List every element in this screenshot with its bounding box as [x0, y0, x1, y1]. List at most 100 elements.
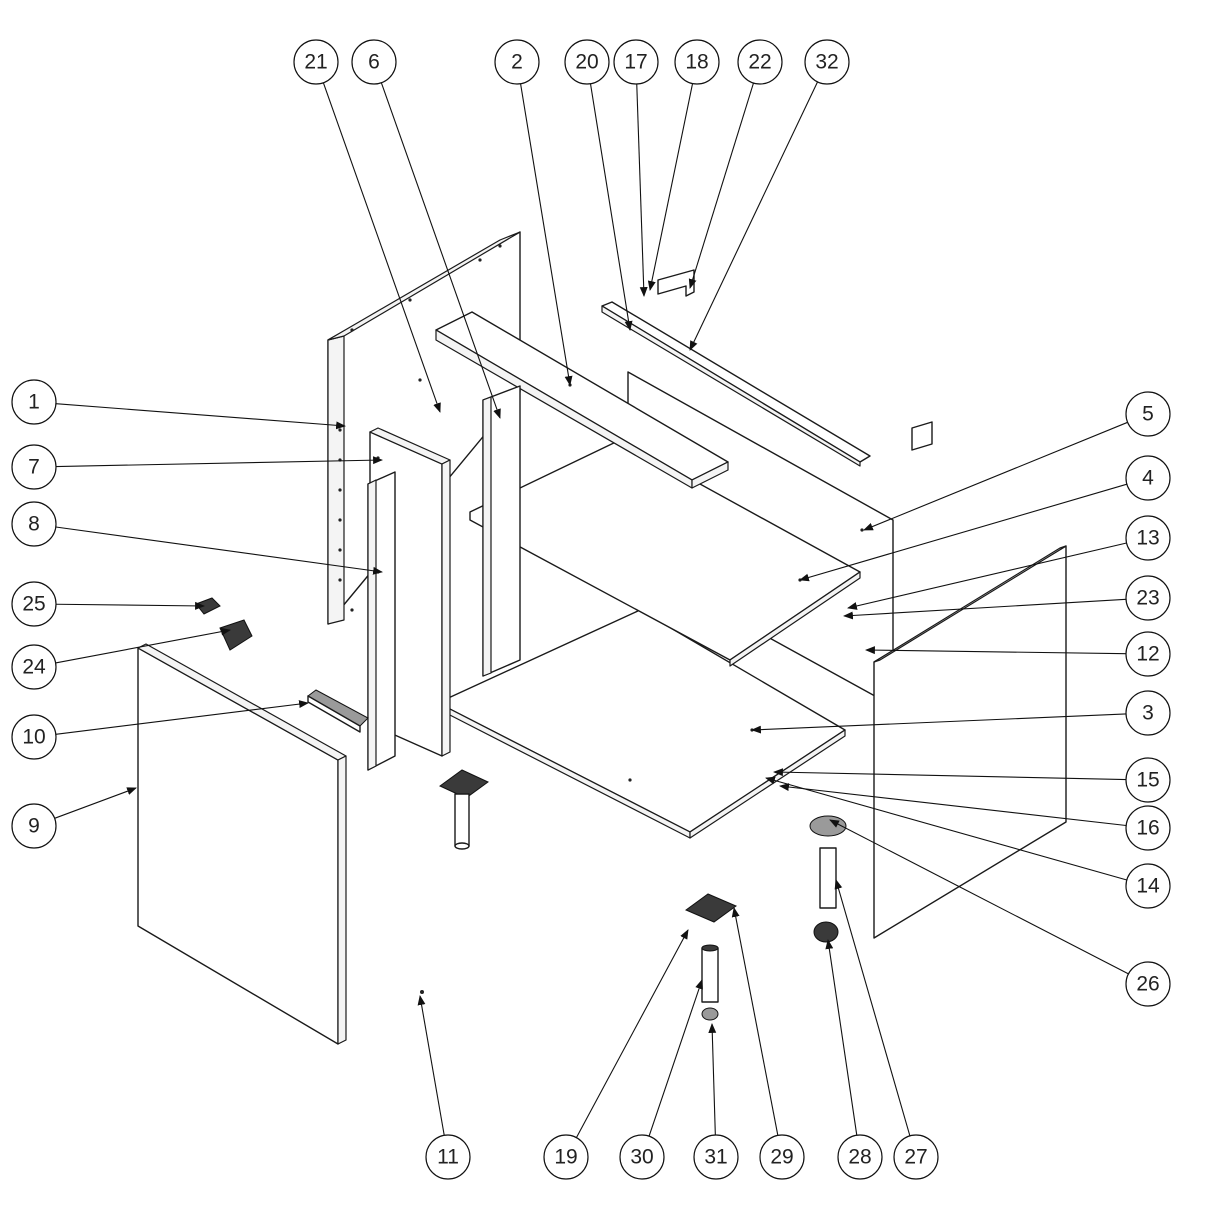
callout-label: 32: [815, 51, 838, 74]
door-handle: [307, 689, 369, 733]
callout-balloon-28: 28: [837, 1134, 883, 1180]
callout-balloon-14: 14: [1125, 863, 1171, 909]
callout-balloon-10: 10: [11, 714, 57, 760]
callout-circle: [837, 1134, 883, 1180]
leader-line-3: [751, 713, 1127, 734]
callout-label: 11: [437, 1146, 459, 1169]
leader-line-25: [55, 601, 205, 610]
callout-label: 19: [554, 1146, 577, 1169]
leader-line-29: [731, 907, 779, 1136]
callout-circle: [11, 714, 57, 760]
callout-balloon-4: 4: [1125, 455, 1171, 501]
callout-label: 7: [28, 456, 40, 479]
callout-circle: [613, 39, 659, 85]
divider-panel-rear: [482, 385, 521, 677]
callout-balloon-11: 11: [425, 1134, 471, 1180]
callout-balloon-5: 5: [1125, 391, 1171, 437]
callout-circle: [1125, 631, 1171, 677]
callout-circle: [1125, 455, 1171, 501]
callout-balloon-29: 29: [759, 1134, 805, 1180]
callout-circle: [1125, 805, 1171, 851]
callout-balloon-31: 31: [693, 1134, 739, 1180]
callout-label: 24: [22, 656, 46, 679]
callout-label: 6: [368, 51, 380, 74]
callout-balloon-6: 6: [351, 39, 397, 85]
callout-circle: [1125, 690, 1171, 736]
callout-circle: [11, 379, 57, 425]
callout-circle: [619, 1134, 665, 1180]
callout-circle: [804, 39, 850, 85]
leader-line-12: [865, 646, 1127, 655]
leader-line-4: [799, 483, 1128, 582]
leader-line-31: [708, 1023, 717, 1136]
callout-balloon-7: 7: [11, 444, 57, 490]
callout-label: 15: [1136, 769, 1159, 792]
callout-label: 27: [904, 1146, 927, 1169]
cabinet-parts: [137, 231, 1067, 1045]
rail-bracket-left: [657, 269, 695, 297]
callout-balloon-27: 27: [893, 1134, 939, 1180]
callout-label: 23: [1136, 587, 1159, 610]
callout-label: 21: [304, 51, 327, 74]
right-door: [873, 545, 1067, 939]
leader-line-7: [55, 456, 383, 468]
callout-circle: [11, 581, 57, 627]
callout-label: 26: [1136, 973, 1159, 996]
leg-right: [809, 815, 847, 943]
callout-circle: [1125, 757, 1171, 803]
leader-line-24: [55, 627, 231, 664]
callout-label: 30: [630, 1146, 653, 1169]
callout-label: 4: [1142, 467, 1154, 490]
callout-balloon-23: 23: [1125, 575, 1171, 621]
callout-balloon-8: 8: [11, 501, 57, 547]
leader-line-10: [55, 700, 309, 735]
leader-line-32: [689, 81, 819, 351]
callout-circle: [893, 1134, 939, 1180]
callout-label: 10: [22, 726, 45, 749]
leader-line-26: [829, 819, 1129, 975]
leader-line-8: [55, 526, 383, 575]
callout-circle: [759, 1134, 805, 1180]
callout-balloon-21: 21: [293, 39, 339, 85]
callout-balloon-30: 30: [619, 1134, 665, 1180]
callout-label: 12: [1136, 643, 1159, 666]
callout-circle: [1125, 961, 1171, 1007]
callout-circle: [351, 39, 397, 85]
leader-line-9: [54, 787, 137, 819]
leader-line-21: [322, 82, 441, 413]
leader-line-15: [773, 768, 1127, 781]
callout-balloon-1: 1: [11, 379, 57, 425]
callout-balloon-24: 24: [11, 644, 57, 690]
callout-label: 1: [28, 391, 40, 414]
callout-circle: [293, 39, 339, 85]
callout-label: 14: [1136, 875, 1160, 898]
callout-balloon-25: 25: [11, 581, 57, 627]
callout-label: 16: [1136, 817, 1159, 840]
shelf-panel: [469, 439, 861, 667]
callout-balloon-15: 15: [1125, 757, 1171, 803]
callout-circle: [494, 39, 540, 85]
callout-balloon-22: 22: [737, 39, 783, 85]
callout-circle: [564, 39, 610, 85]
callout-circle: [1125, 575, 1171, 621]
callout-balloon-2: 2: [494, 39, 540, 85]
divider-panel-8: [367, 471, 396, 771]
callout-label: 25: [22, 593, 45, 616]
rail-bracket-right: [911, 421, 933, 451]
leader-line-16: [779, 783, 1127, 827]
leader-line-18: [647, 83, 694, 291]
callout-circle: [674, 39, 720, 85]
leader-line-27: [834, 879, 911, 1137]
callout-balloon-18: 18: [674, 39, 720, 85]
leader-lines: [54, 81, 1129, 1138]
callout-balloon-12: 12: [1125, 631, 1171, 677]
callout-circle: [693, 1134, 739, 1180]
leader-line-11: [417, 995, 445, 1136]
leader-line-17: [636, 83, 648, 297]
callout-label: 18: [685, 51, 708, 74]
leader-line-1: [55, 403, 346, 430]
callout-label: 3: [1142, 702, 1154, 725]
leader-line-13: [847, 542, 1127, 610]
callout-circle: [543, 1134, 589, 1180]
